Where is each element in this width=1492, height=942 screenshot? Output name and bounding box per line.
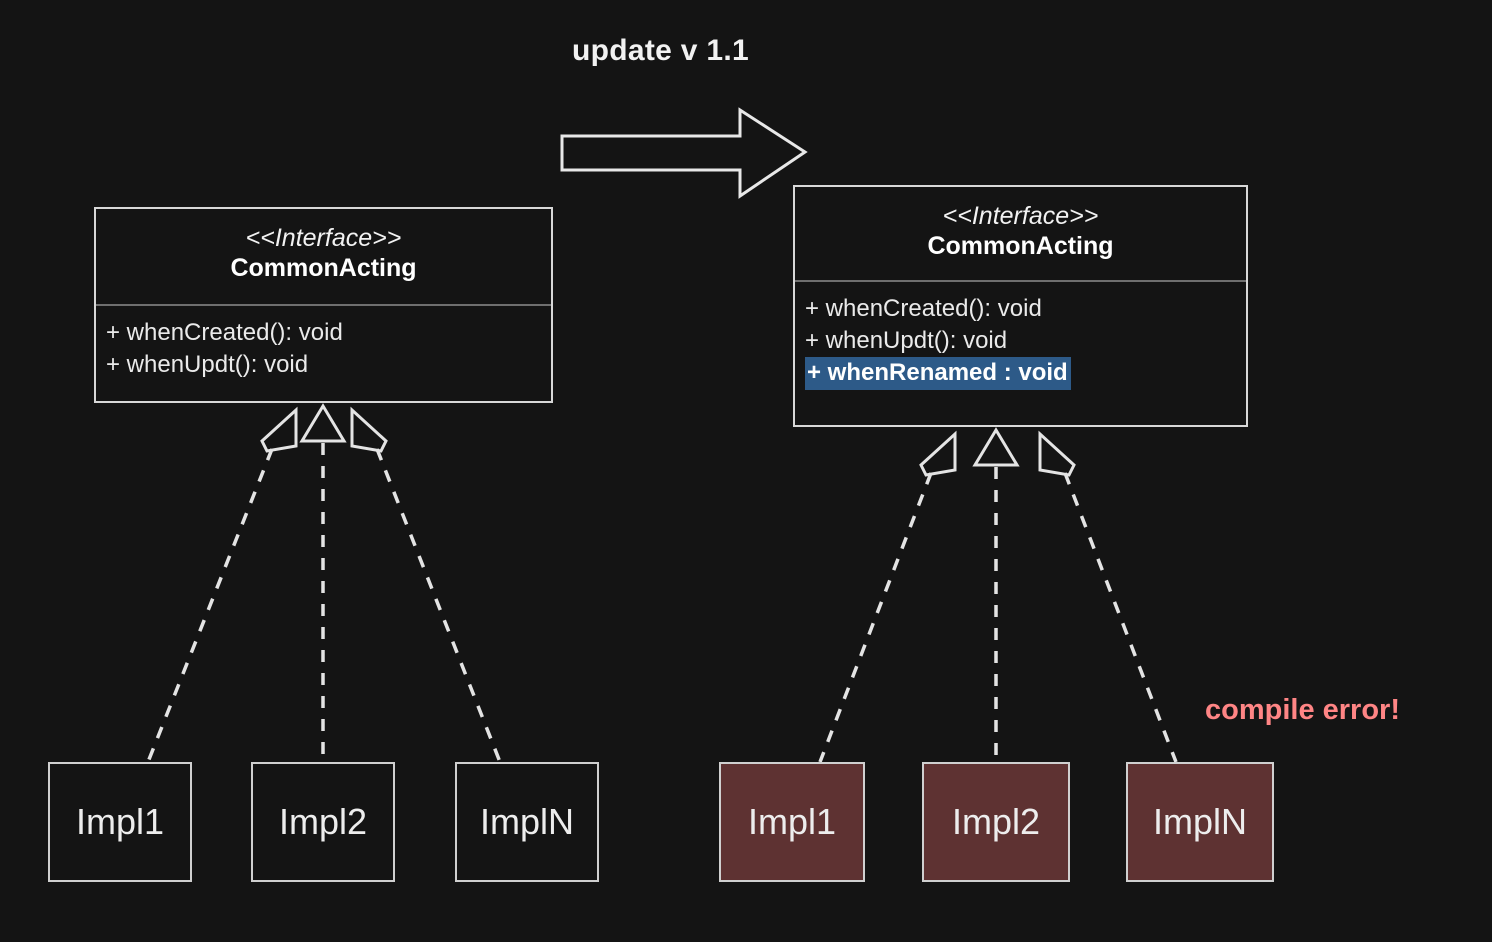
- compile-error-annotation: compile error!: [1205, 694, 1400, 726]
- interface-header-after: <<Interface>> CommonActing: [795, 187, 1246, 282]
- interface-member-row: + whenRenamed : void: [805, 356, 1246, 390]
- interface-stereotype-after: <<Interface>>: [942, 202, 1099, 230]
- interface-members-before: + whenCreated(): void + whenUpdt(): void: [96, 306, 551, 381]
- impl-label: Impl2: [278, 801, 368, 842]
- interface-member: + whenUpdt(): void: [106, 350, 309, 378]
- interface-member-highlighted[interactable]: + whenRenamed : void: [805, 356, 1071, 390]
- interface-name-before: CommonActing: [230, 254, 417, 283]
- impl-box-after-2[interactable]: Impl2: [922, 762, 1070, 882]
- interface-box-before[interactable]: <<Interface>> CommonActing + whenCreated…: [94, 207, 553, 403]
- impl-box-after-1[interactable]: Impl1: [719, 762, 865, 882]
- realization-connector-left-impl2: [299, 403, 347, 762]
- interface-name-after: CommonActing: [927, 232, 1114, 261]
- impl-label: Impl1: [75, 801, 165, 842]
- impl-label: Impl2: [951, 801, 1041, 842]
- update-version-title: update v 1.1: [572, 34, 749, 67]
- impl-box-before-n[interactable]: ImplN: [455, 762, 599, 882]
- impl-box-before-1[interactable]: Impl1: [48, 762, 192, 882]
- realization-connector-right-impl1: [818, 430, 957, 763]
- interface-members-after: + whenCreated(): void + whenUpdt(): void…: [795, 282, 1246, 390]
- impl-box-after-n[interactable]: ImplN: [1126, 762, 1274, 882]
- interface-member: + whenCreated(): void: [106, 319, 343, 346]
- interface-box-after[interactable]: <<Interface>> CommonActing + whenCreated…: [793, 185, 1248, 427]
- realization-connector-right-impl2: [972, 427, 1020, 762]
- realization-connector-right-impln: [1038, 430, 1178, 763]
- realization-connector-left-impl1: [146, 406, 298, 763]
- block-arrow-right-icon: [560, 107, 808, 199]
- impl-label: Impl1: [747, 801, 837, 842]
- interface-header-before: <<Interface>> CommonActing: [96, 209, 551, 306]
- interface-stereotype-before: <<Interface>>: [245, 224, 402, 252]
- interface-member: + whenUpdt(): void: [805, 326, 1008, 354]
- realization-connector-left-impln: [350, 406, 502, 763]
- interface-member: + whenCreated(): void: [805, 295, 1042, 322]
- impl-label: ImplN: [1152, 801, 1247, 842]
- impl-box-before-2[interactable]: Impl2: [251, 762, 395, 882]
- impl-label: ImplN: [479, 801, 574, 842]
